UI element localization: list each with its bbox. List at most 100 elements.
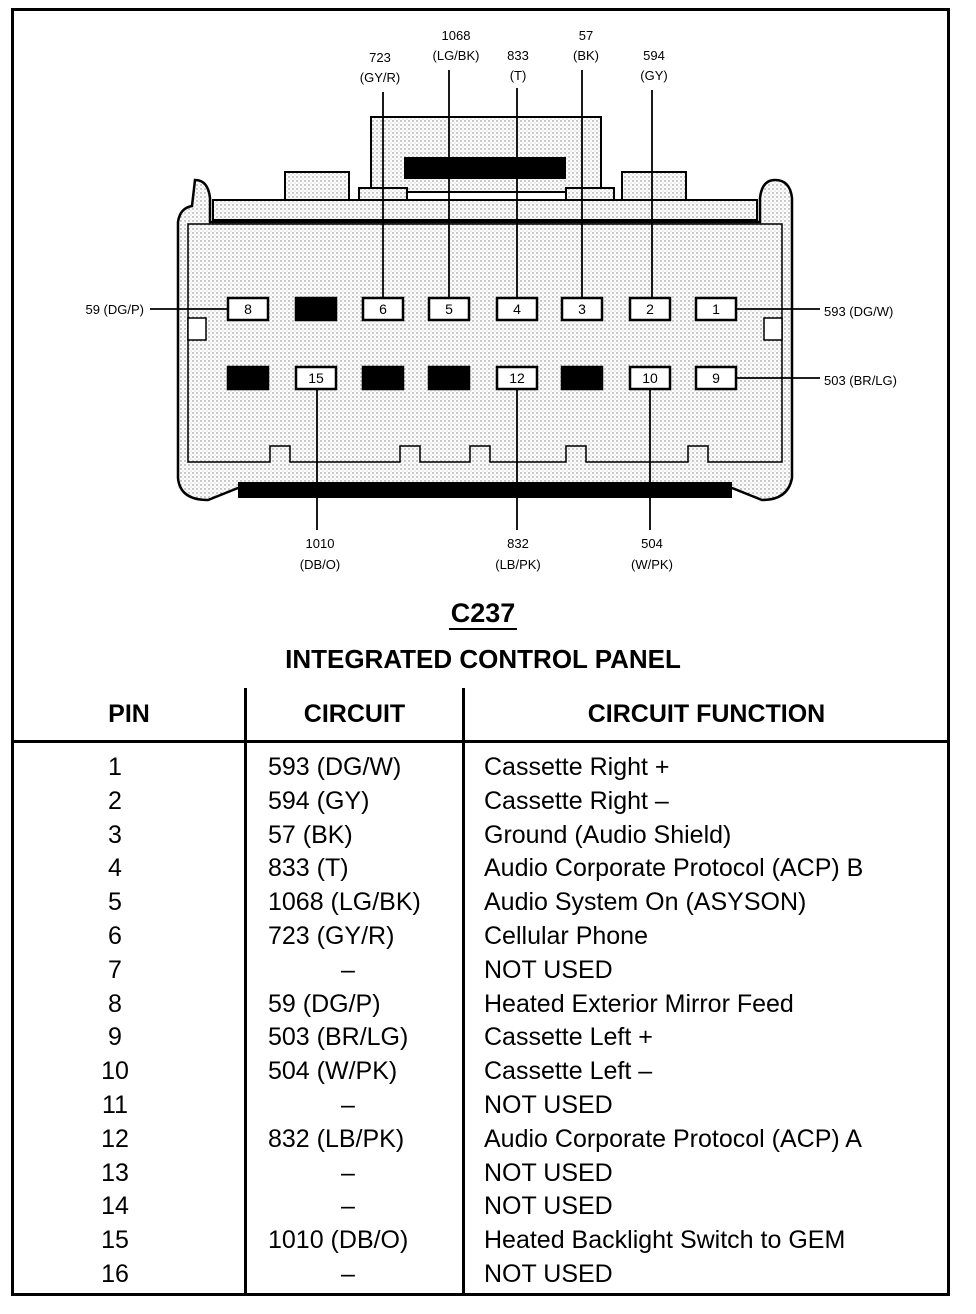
row-function: Cassette Right –	[484, 786, 669, 815]
row-circuit: 59 (DG/P)	[268, 989, 381, 1018]
pin-cell-number: 8	[244, 301, 252, 317]
pin-cell-box	[226, 296, 270, 322]
pin-cells: 8 7 6 5 4 3 2 1 16 15 14 13 12 11 10 9	[226, 296, 738, 391]
header-function: CIRCUIT FUNCTION	[462, 688, 948, 743]
row-pin: 16	[101, 1259, 129, 1288]
row-pin: 12	[101, 1124, 129, 1153]
pin-cell-number: 4	[513, 301, 521, 317]
pin-cell-15: 15	[294, 365, 338, 391]
pin-cell-number: 13	[441, 370, 457, 386]
pin-cell-11: 11	[560, 365, 604, 391]
row-function: NOT USED	[484, 1158, 613, 1187]
row-function: NOT USED	[484, 1192, 613, 1221]
circuit-column: 593 (DG/W)594 (GY)57 (BK)833 (T)1068 (LG…	[244, 741, 464, 1296]
row-circuit: 1010 (DB/O)	[268, 1226, 409, 1255]
row-circuit: 593 (DG/W)	[268, 753, 402, 781]
pin-cell-number: 10	[642, 370, 658, 386]
connector-diagram: 8 7 6 5 4 3 2 1 16 15 14 13 12 11 10 9 723 (GY/R) 1068 …	[85, 28, 897, 572]
pin-cell-box	[694, 365, 738, 391]
pin-cell-4: 4	[495, 296, 539, 322]
row-function: Cassette Right +	[484, 753, 670, 781]
pin-cell-box	[560, 365, 604, 391]
pin-cell-box	[628, 296, 672, 322]
pin-cell-box	[427, 296, 471, 322]
pin-cell-5: 5	[427, 296, 471, 322]
pin-cell-box	[560, 296, 604, 322]
callout-pin10-number: 504	[641, 536, 663, 551]
pin-cell-number: 1	[712, 301, 720, 317]
callout-pin4-number: 833	[507, 48, 529, 63]
pin-cell-1: 1	[694, 296, 738, 322]
table-header-row: PIN CIRCUIT CIRCUIT FUNCTION	[14, 688, 948, 743]
pin-cell-box	[361, 296, 405, 322]
pin-cell-number: 3	[578, 301, 586, 317]
callout-pin8: 59 (DG/P)	[85, 302, 144, 317]
row-pin: 13	[101, 1158, 129, 1187]
row-function: Ground (Audio Shield)	[484, 820, 732, 849]
pin-cell-7: 7	[294, 296, 338, 322]
callout-pin2-color: (GY)	[640, 68, 667, 83]
pin-cell-box	[495, 296, 539, 322]
pin-cell-number: 11	[575, 370, 590, 386]
pin-cell-8: 8	[226, 296, 270, 322]
row-function: Heated Exterior Mirror Feed	[484, 989, 794, 1018]
row-pin: 14	[101, 1192, 129, 1221]
pin-cell-box	[294, 296, 338, 322]
pin-cell-2: 2	[628, 296, 672, 322]
callout-pin12-color: (LB/PK)	[495, 557, 541, 572]
pin-cell-box	[628, 365, 672, 391]
pin-cell-number: 7	[312, 301, 320, 317]
pin-cell-box	[694, 296, 738, 322]
row-function: Audio Corporate Protocol (ACP) B	[484, 854, 864, 883]
row-pin: 10	[101, 1057, 129, 1086]
row-circuit: 833 (T)	[268, 854, 349, 883]
pin-cell-number: 16	[240, 370, 256, 386]
row-circuit: 57 (BK)	[268, 820, 353, 849]
callout-pin1: 593 (DG/W)	[824, 304, 893, 319]
pin-cell-12: 12	[495, 365, 539, 391]
callout-pin6-number: 723	[369, 50, 391, 65]
callout-pin2-number: 594	[643, 48, 665, 63]
row-pin: 11	[102, 1090, 128, 1119]
connector-id-text: C237	[448, 598, 518, 630]
row-circuit: –	[341, 1090, 355, 1119]
callout-pin3-color: (BK)	[573, 48, 599, 63]
row-circuit: 832 (LB/PK)	[268, 1124, 405, 1153]
callout-pin10-color: (W/PK)	[631, 557, 673, 572]
pin-cell-6: 6	[361, 296, 405, 322]
row-function: NOT USED	[484, 1259, 613, 1288]
pin-cell-box	[427, 365, 471, 391]
callout-pin9: 503 (BR/LG)	[824, 373, 897, 388]
pin-cell-number: 2	[646, 301, 654, 317]
pin-cell-number: 15	[308, 370, 324, 386]
pin-cell-number: 14	[375, 370, 391, 386]
row-function: NOT USED	[484, 1090, 613, 1119]
header-pin: PIN	[14, 688, 246, 743]
row-pin: 6	[108, 921, 122, 950]
row-pin: 4	[108, 854, 122, 883]
row-circuit: 723 (GY/R)	[268, 921, 395, 950]
pin-cell-16: 16	[226, 365, 270, 391]
header-circuit: CIRCUIT	[244, 688, 464, 743]
row-circuit: 594 (GY)	[268, 786, 370, 815]
callout-pin15-color: (DB/O)	[300, 557, 340, 572]
row-circuit: –	[341, 1192, 355, 1221]
pin-cell-13: 13	[427, 365, 471, 391]
pin-cell-number: 5	[445, 301, 453, 317]
row-function: Cassette Left –	[484, 1057, 653, 1086]
wire-callouts: 723 (GY/R) 1068 (LG/BK) 833 (T) 57 (BK) …	[85, 28, 897, 572]
row-pin: 9	[108, 1023, 122, 1052]
row-pin: 8	[108, 989, 122, 1018]
leader-lines	[150, 70, 820, 530]
row-function: Audio System On (ASYSON)	[484, 888, 807, 917]
row-pin: 5	[108, 888, 122, 917]
callout-pin4-color: (T)	[510, 68, 527, 83]
callout-pin12-number: 832	[507, 536, 529, 551]
callout-pin5-number: 1068	[442, 28, 471, 43]
row-function: Audio Corporate Protocol (ACP) A	[484, 1124, 862, 1153]
pin-cell-box	[495, 365, 539, 391]
pin-cell-9: 9	[694, 365, 738, 391]
row-circuit: –	[341, 955, 355, 984]
